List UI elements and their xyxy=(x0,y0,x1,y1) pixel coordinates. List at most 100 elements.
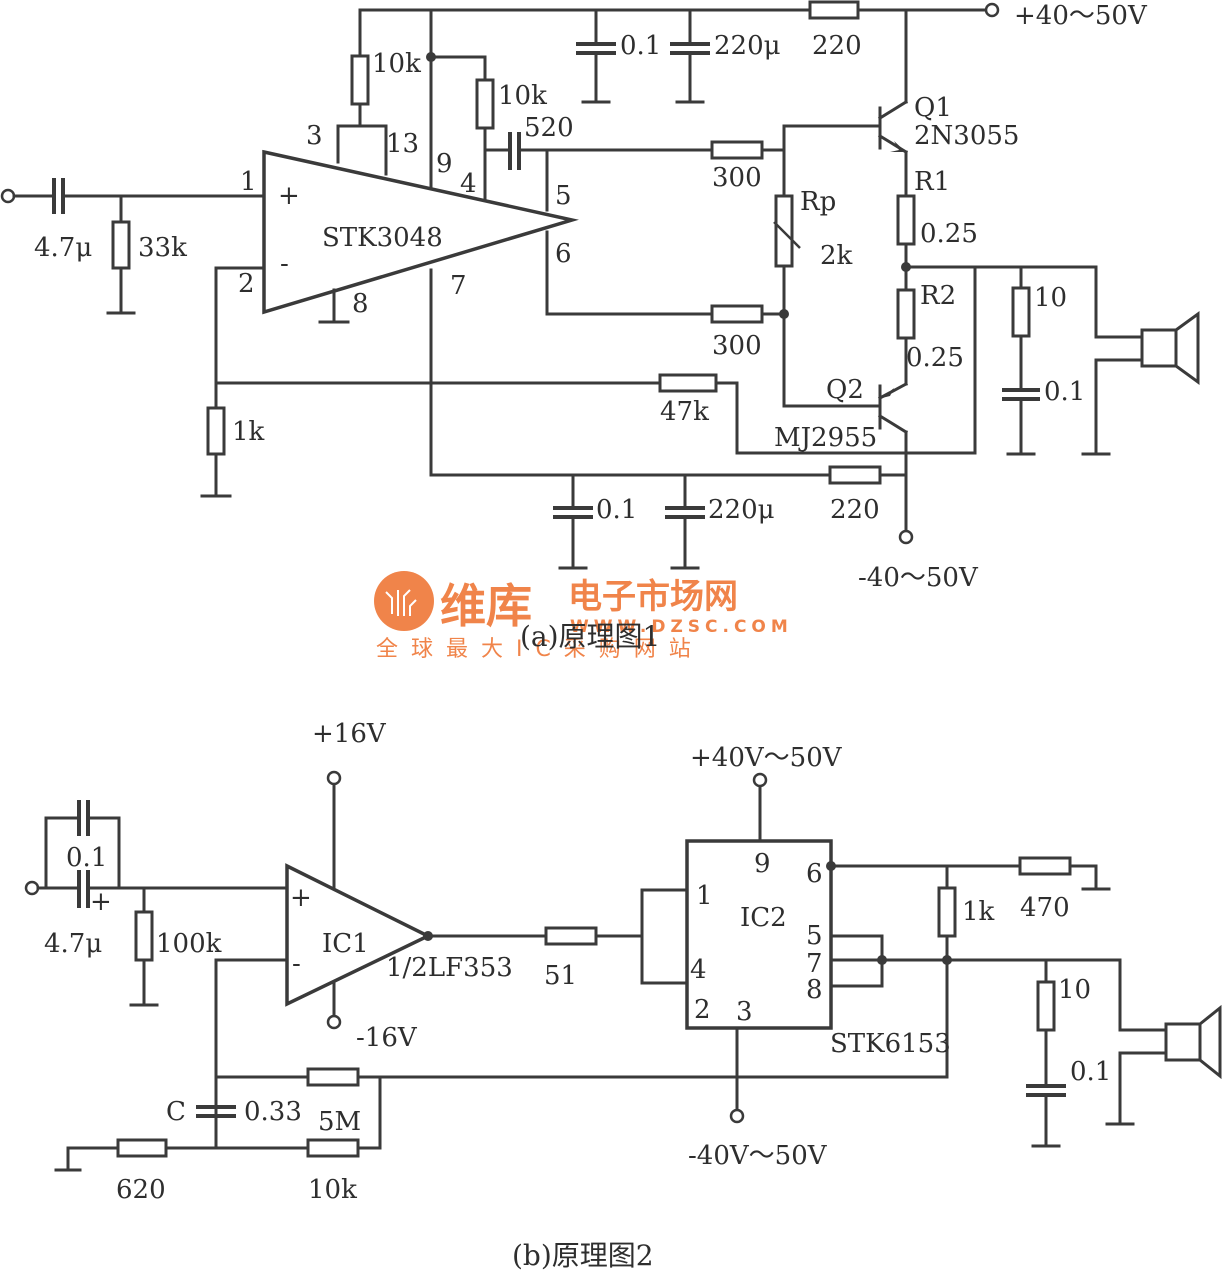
label-c-neg2: 220μ xyxy=(708,495,775,525)
pin-label: 13 xyxy=(386,129,419,159)
label-c-par: 0.1 xyxy=(66,843,107,873)
resistor-33k xyxy=(111,220,131,270)
pin-label: 5 xyxy=(806,921,823,951)
negative-supply-terminal-ic1 xyxy=(326,1014,342,1030)
label-c-neg1: 0.1 xyxy=(596,495,637,525)
wire xyxy=(66,1146,120,1172)
label-r1-name: R1 xyxy=(914,167,950,197)
label-c-pos2: 220μ xyxy=(714,31,781,61)
label-c-in: 4.7μ xyxy=(34,233,92,263)
wire xyxy=(44,816,79,890)
pin-label: 6 xyxy=(806,859,823,889)
positive-supply-terminal-ic2 xyxy=(752,772,768,788)
speaker-icon-a xyxy=(1140,311,1200,385)
watermark-title: 电子市场网 xyxy=(568,577,738,617)
resistor-100k xyxy=(134,910,154,962)
stk3048-amplifier xyxy=(262,149,579,315)
label-rp-value: 2k xyxy=(820,241,853,271)
pin-label: 3 xyxy=(306,121,323,151)
pin-label: 2 xyxy=(238,269,255,299)
resistor-1k-b xyxy=(937,886,957,938)
label-r-neg: 220 xyxy=(830,495,880,525)
label-q2-name: Q2 xyxy=(826,375,864,405)
label-q2-part: MJ2955 xyxy=(774,423,877,453)
ic2-stk6153 xyxy=(685,839,833,1030)
negative-supply-terminal-ic2 xyxy=(729,1108,745,1124)
plus-sign: + xyxy=(278,181,300,211)
ic1-opamp xyxy=(285,863,432,1007)
label-r-top1: 10k xyxy=(372,49,421,79)
junction-dot xyxy=(877,955,887,965)
input-terminal-b xyxy=(24,880,40,896)
label-c-boot: 520 xyxy=(524,113,574,143)
pin-label: 1 xyxy=(240,167,257,197)
resistor-620 xyxy=(116,1138,168,1158)
resistor-1k xyxy=(206,406,226,456)
watermark-url: WWW.DZSC.COM xyxy=(570,617,793,637)
resistor-47k xyxy=(658,373,718,393)
pin-label: 7 xyxy=(450,271,467,301)
pin-label: 8 xyxy=(806,975,823,1005)
label-r-10k: 10k xyxy=(308,1175,357,1205)
label-r-zobel-b: 10 xyxy=(1058,975,1091,1005)
pin-label: 7 xyxy=(806,949,823,979)
diagram-b: +16V -16V IC1 1/2LF353 + - 0.1 + 4.7μ 10… xyxy=(24,719,1222,1205)
speaker-icon-b xyxy=(1164,1004,1222,1080)
ic1-part-label: 1/2LF353 xyxy=(386,953,513,983)
label-ic2-neg-supply: -40V～50V xyxy=(688,1141,828,1171)
label-r-620: 620 xyxy=(116,1175,166,1205)
label-r-in-b: 100k xyxy=(156,929,222,959)
junction-dot xyxy=(942,955,952,965)
wire xyxy=(1118,958,1168,1032)
plus-sign: + xyxy=(290,883,312,913)
label-c-pos1: 0.1 xyxy=(620,31,661,61)
resistor-zobel-10-b xyxy=(1036,980,1056,1032)
label-r1-value: 0.25 xyxy=(920,219,978,249)
pin-label: 4 xyxy=(690,955,707,985)
watermark-slogan: 全 球 最 大 I C 采 购 网 站 xyxy=(376,637,694,662)
label-ic2-pos-supply: +40V～50V xyxy=(690,743,843,773)
diagram-a: STK3048 + - 1 2 3 13 9 4 5 6 7 8 4.7μ 33… xyxy=(0,0,1200,593)
wire xyxy=(1094,358,1144,456)
ic1-label: IC1 xyxy=(322,929,369,959)
pin-label: 4 xyxy=(460,169,477,199)
wire xyxy=(88,816,121,890)
pin-label: 9 xyxy=(754,849,771,879)
pin-label: 3 xyxy=(736,997,753,1027)
label-r-b1: 300 xyxy=(712,163,762,193)
label-r-gnd: 1k xyxy=(232,417,265,447)
label-ic1-neg-supply: -16V xyxy=(356,1023,418,1053)
label-q1-part: 2N3055 xyxy=(914,121,1019,151)
wire xyxy=(545,230,714,316)
pin-label: 1 xyxy=(696,881,713,911)
label-r-1k-b: 1k xyxy=(962,897,995,927)
resistor-r1 xyxy=(896,194,916,246)
label-c-in-plus: + xyxy=(90,887,112,917)
resistor-zobel-10 xyxy=(1011,286,1031,338)
label-ic1-pos-supply: +16V xyxy=(312,719,387,749)
label-r2-value: 0.25 xyxy=(906,343,964,373)
label-r-pos: 220 xyxy=(812,31,862,61)
label-c-zobel-a: 0.1 xyxy=(1044,377,1085,407)
resistor-r2 xyxy=(896,288,916,340)
pin-label: 8 xyxy=(352,289,369,319)
pin-label: 9 xyxy=(436,149,453,179)
resistor-10k-a xyxy=(350,54,370,106)
resistor-10k xyxy=(306,1138,360,1158)
minus-sign: - xyxy=(292,949,301,979)
label-c-in-b: 4.7μ xyxy=(44,929,102,959)
wire xyxy=(214,958,289,1150)
label-supply-neg-a: -40～50V xyxy=(858,563,979,593)
resistor-300-bottom xyxy=(710,304,764,324)
label-rp-name: Rp xyxy=(800,187,836,217)
resistor-220-positive xyxy=(808,0,860,20)
resistor-10k-b xyxy=(475,78,495,130)
minus-sign: - xyxy=(280,249,289,279)
label-r-b2: 300 xyxy=(712,331,762,361)
pin-label: 5 xyxy=(555,181,572,211)
label-c-value: 0.33 xyxy=(244,1097,302,1127)
positive-supply-terminal-a xyxy=(984,2,1000,18)
watermark-brand: 维库 xyxy=(440,579,532,633)
resistor-220-negative xyxy=(828,465,882,485)
